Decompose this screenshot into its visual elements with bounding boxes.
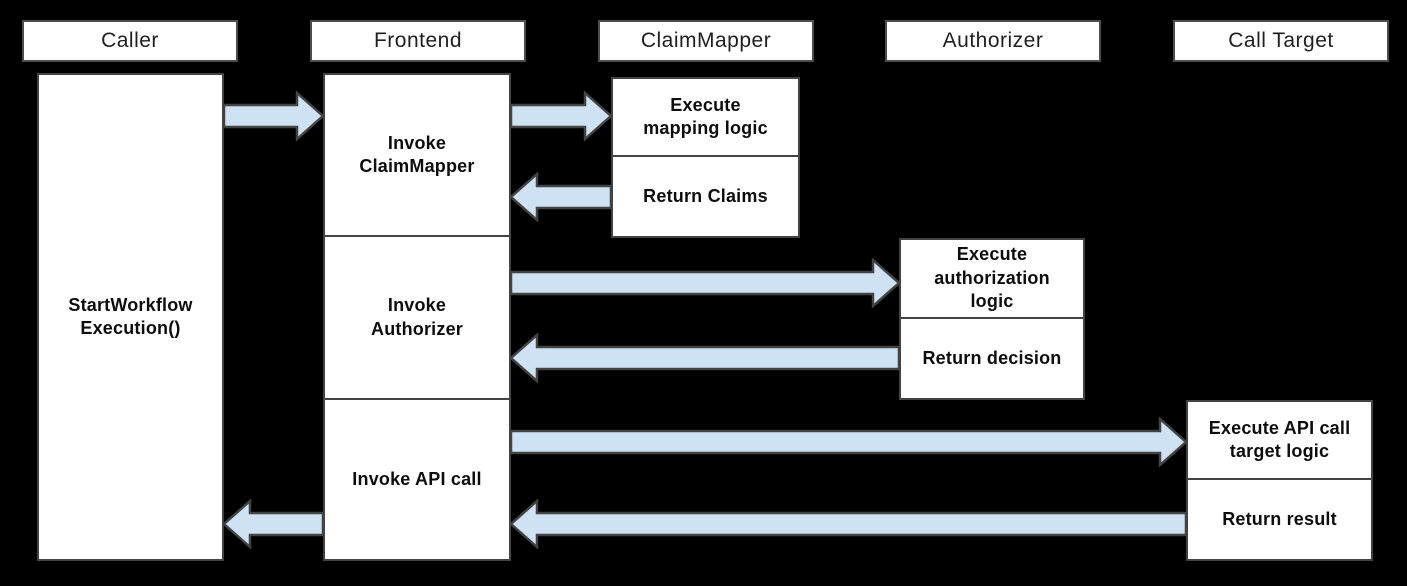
activity-execute-authorization-logic: Execute authorization logic	[899, 238, 1085, 319]
activity-return-result: Return result	[1186, 478, 1373, 561]
arrow-left-icon	[509, 499, 1188, 549]
lane-header-authorizer: Authorizer	[885, 20, 1101, 62]
lane-header-caller: Caller	[22, 20, 238, 62]
arrow-right-icon	[509, 91, 613, 141]
activity-return-claims: Return Claims	[611, 155, 800, 238]
arrow-right-icon	[509, 258, 901, 308]
arrow-right-icon	[509, 417, 1188, 467]
activity-invoke-authorizer: Invoke Authorizer	[323, 235, 511, 400]
arrow-right-icon	[222, 91, 325, 141]
lane-header-claimmapper: ClaimMapper	[598, 20, 814, 62]
activity-startworkflowexecution: StartWorkflow Execution()	[37, 73, 224, 561]
arrow-left-icon	[509, 172, 613, 222]
activity-execute-mapping-logic: Execute mapping logic	[611, 77, 800, 157]
arrow-left-icon	[509, 333, 901, 383]
lane-header-frontend: Frontend	[310, 20, 526, 62]
arrow-left-icon	[222, 499, 325, 549]
activity-return-decision: Return decision	[899, 317, 1085, 400]
activity-execute-api-call-target-logic: Execute API call target logic	[1186, 400, 1373, 480]
activity-invoke-api-call: Invoke API call	[323, 398, 511, 561]
lane-header-call-target: Call Target	[1173, 20, 1389, 62]
activity-invoke-claimmapper: Invoke ClaimMapper	[323, 73, 511, 237]
